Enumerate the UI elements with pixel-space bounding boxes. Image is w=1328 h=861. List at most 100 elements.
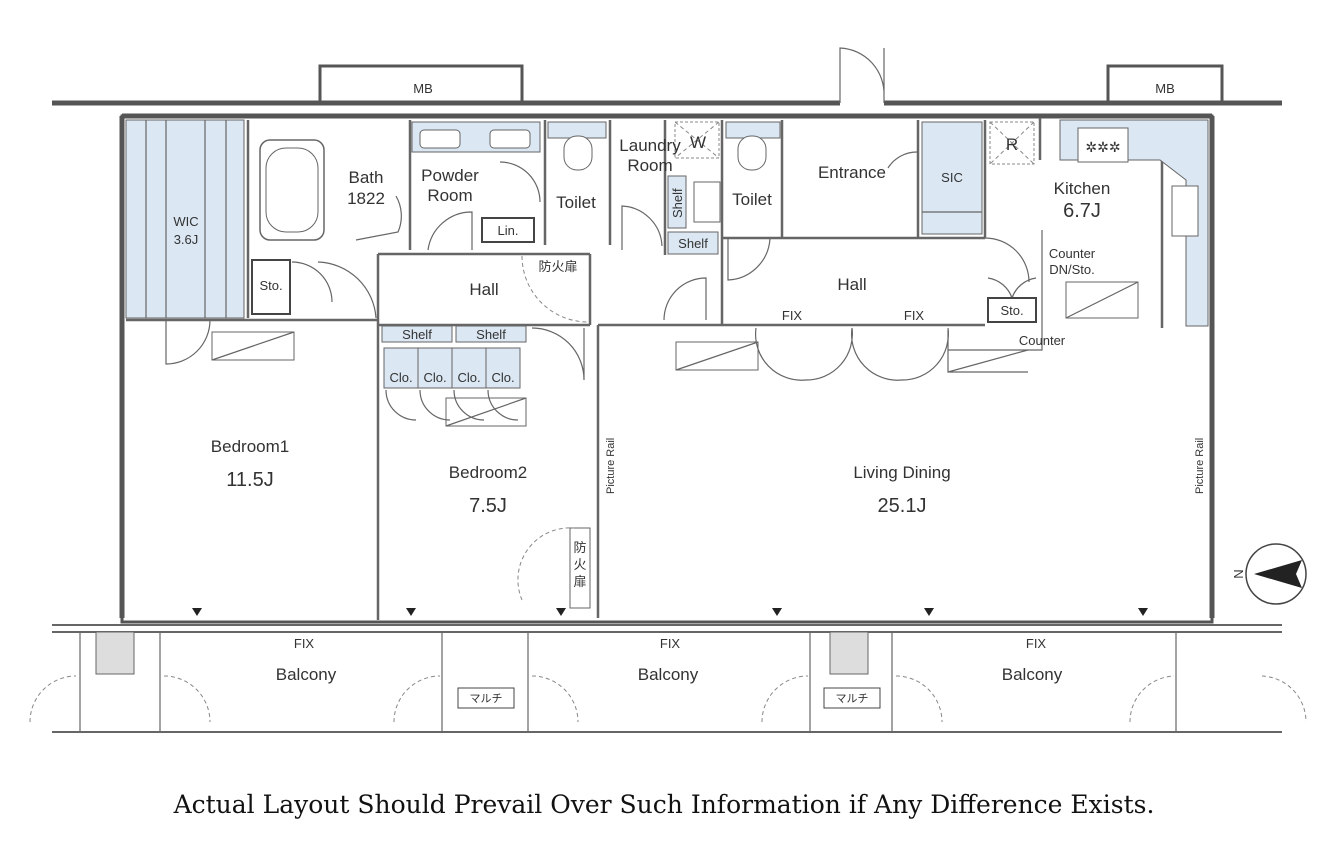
toilet-door-1 <box>499 161 541 203</box>
fix-label-2: FIX <box>660 636 681 651</box>
counter-dn-label-2: DN/Sto. <box>1049 262 1095 277</box>
fire-door-vertical <box>569 527 591 609</box>
toilet-label-1: Toilet <box>556 193 596 212</box>
powder-room-label-1: Powder <box>421 166 479 185</box>
floor-plan: MB MB WIC 3.6J Bath 1822 Powder Room Lin… <box>29 47 1307 733</box>
fix-label-hall-1: FIX <box>782 308 803 323</box>
shelf-label-1: Shelf <box>402 327 432 342</box>
kitchen-storage-label: Sto. <box>1000 303 1023 318</box>
living-ac <box>675 341 759 371</box>
laundry-shelf-h <box>667 231 719 255</box>
bath-door <box>355 195 402 241</box>
kitchen-size: 6.7J <box>1063 200 1101 222</box>
counter-label: Counter <box>1019 333 1066 348</box>
bedroom1-storage-label: Sto. <box>259 278 282 293</box>
unit-outline <box>120 114 1214 624</box>
sic-label: SIC <box>941 170 963 185</box>
living-double-doors <box>754 327 949 381</box>
fire-door-v1: 防 <box>573 540 586 555</box>
bath-label: Bath <box>349 168 384 187</box>
washer <box>674 121 720 159</box>
balcony-pillar-left <box>95 631 135 675</box>
bedroom1-ac <box>211 331 295 361</box>
laundry-shelf-label: Shelf <box>670 188 685 218</box>
closet-1 <box>383 347 419 389</box>
shelf-1 <box>381 325 453 343</box>
wic-rods <box>145 120 227 318</box>
counter-dn-label-1: Counter <box>1049 246 1096 261</box>
laundry-sink <box>693 181 721 223</box>
picture-rail-right: Picture Rail <box>1194 438 1206 494</box>
shelf-label-2: Shelf <box>476 327 506 342</box>
closet-doors <box>385 389 519 421</box>
compass-needle <box>1254 560 1302 588</box>
powder-room-label-2: Room <box>427 186 472 205</box>
entrance-label: Entrance <box>818 163 886 182</box>
closet-4 <box>485 347 521 389</box>
closet-label-3: Clo. <box>457 370 480 385</box>
toilet-bowl-1 <box>563 135 593 171</box>
cooktop <box>1077 127 1129 163</box>
multi-label-left: マルチ <box>470 692 503 705</box>
kitchen-sink <box>1171 185 1199 237</box>
interior-walls <box>126 118 1164 620</box>
laundry-door <box>621 205 663 250</box>
bath-size: 1822 <box>347 189 385 208</box>
fire-door-label: 防火扉 <box>538 259 577 274</box>
laundry-shelf-v <box>667 175 687 229</box>
mb-label-right: MB <box>1155 81 1175 96</box>
counter-dn <box>1065 281 1139 319</box>
window-markers <box>192 608 1148 616</box>
mb-label-left: MB <box>413 81 433 96</box>
washer-cross <box>674 121 720 159</box>
fix-label-1: FIX <box>294 636 315 651</box>
closet-label-2: Clo. <box>423 370 446 385</box>
multi-label-right: マルチ <box>836 692 869 705</box>
burner-icon: ✲✲✲ <box>1085 140 1120 156</box>
bedroom2-ac <box>445 397 527 427</box>
sink-right <box>489 129 531 149</box>
hall-label-right: Hall <box>837 275 866 294</box>
fridge-cross <box>989 121 1035 165</box>
balcony-label-2: Balcony <box>638 665 699 684</box>
bedroom2-size: 7.5J <box>469 495 507 517</box>
counter-lower <box>947 349 1029 373</box>
bedroom1-sto-doors <box>291 261 377 319</box>
bedroom1-storage <box>251 259 291 315</box>
laundry-label-1: Laundry <box>619 136 681 155</box>
sic-closet <box>921 121 983 235</box>
balcony-pillar-right <box>829 631 869 675</box>
wic-door <box>165 319 211 365</box>
compass-north: N <box>1231 569 1246 578</box>
living-size: 25.1J <box>878 495 927 517</box>
closet-2 <box>417 347 453 389</box>
multi-hatch-right <box>823 687 881 709</box>
balcony-rails <box>52 624 1282 733</box>
toilet-door-2 <box>727 237 771 281</box>
fire-door-swing <box>521 255 589 323</box>
living-ac-diag <box>675 341 759 371</box>
balcony-label-1: Balcony <box>276 665 337 684</box>
bedroom1-size: 11.5J <box>226 469 273 491</box>
kitchen-counter <box>1059 119 1209 327</box>
shelf-2 <box>455 325 527 343</box>
fire-door-v-swing <box>517 527 575 601</box>
washer-label: W <box>690 133 706 152</box>
bedroom2-label: Bedroom2 <box>449 463 527 482</box>
balcony-partition-swings <box>29 675 1307 723</box>
picture-rail-left: Picture Rail <box>605 438 617 494</box>
bedroom1-ac-diag <box>211 331 295 361</box>
hall-label-left: Hall <box>469 280 498 299</box>
laundry-label-2: Room <box>627 156 672 175</box>
balcony-label-3: Balcony <box>1002 665 1063 684</box>
powder-room-door <box>427 211 473 251</box>
entrance-door <box>839 47 885 103</box>
bathtub-inner <box>265 147 319 233</box>
toilet-bowl-2 <box>737 135 767 171</box>
fridge <box>989 121 1035 165</box>
entrance-inner-door <box>887 151 919 186</box>
multi-hatch-left <box>457 687 515 709</box>
fix-label-hall-2: FIX <box>904 308 925 323</box>
disclaimer: Actual Layout Should Prevail Over Such I… <box>173 790 1155 819</box>
wic-size: 3.6J <box>174 232 199 247</box>
